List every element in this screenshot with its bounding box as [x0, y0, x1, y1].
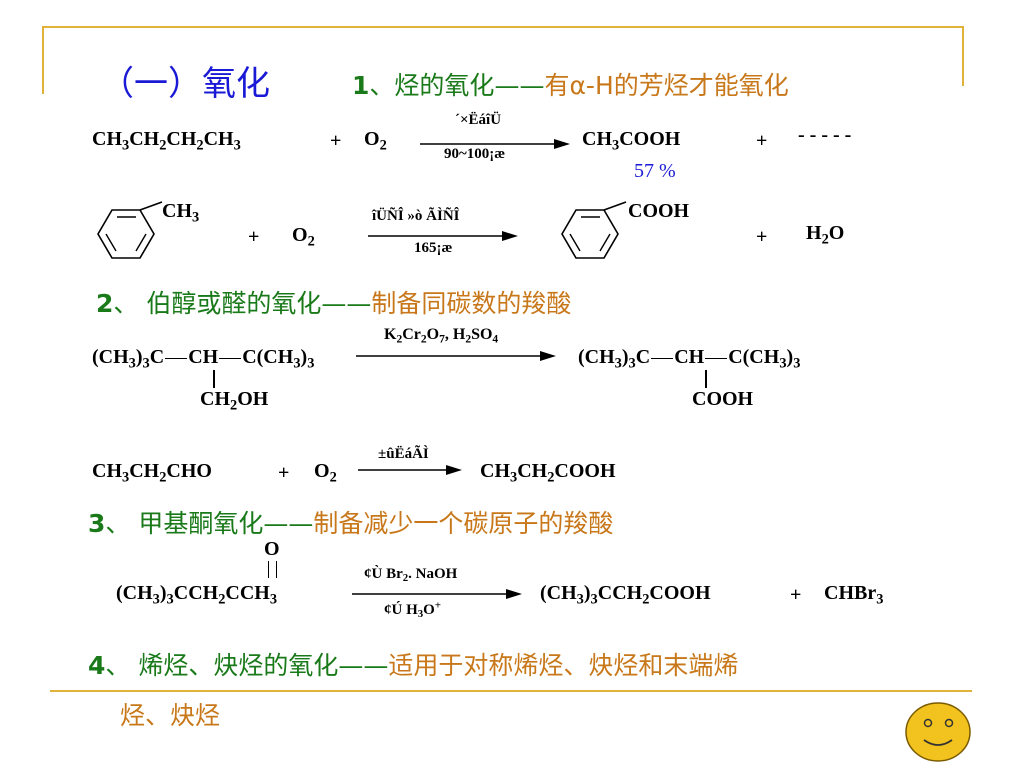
r3-right-bond — [705, 370, 707, 388]
r3-left-bond — [213, 370, 215, 388]
r1-oxygen: O2 — [364, 128, 387, 154]
r1-cond-bottom: 90~100¡æ — [444, 146, 506, 162]
r3-left-substituent: CH2OH — [200, 388, 269, 414]
r1-product: CH3COOH — [582, 128, 681, 154]
r5-double-bond — [268, 561, 277, 578]
r3-right-substituent: COOH — [692, 388, 754, 410]
r5-cond-top: ¢Ù Br2. NaOH — [364, 566, 458, 585]
section-4-heading: 4、 烯烃、炔烃的氧化——适用于对称烯烃、炔烃和末端烯 — [88, 651, 739, 680]
r2-water: H2O — [806, 222, 845, 248]
page-title: （一）氧化 — [100, 64, 270, 104]
section-4-note-line1: 适用于对称烯烃、炔烃和末端烯 — [388, 651, 739, 680]
section-2-heading: 2、 伯醇或醛的氧化——制备同碳数的羧酸 — [96, 289, 572, 318]
left-rule — [42, 26, 44, 94]
r5-product: (CH3)3CCH2COOH — [540, 582, 711, 608]
r5-bromoform: CHBr3 — [824, 582, 884, 608]
section-1-number: 1 — [352, 71, 370, 100]
r3-condition: K2Cr2O7, H2SO4 — [384, 326, 499, 346]
top-rule — [42, 26, 964, 28]
section-3-heading: 3、 甲基酮氧化——制备减少一个碳原子的羧酸 — [88, 509, 614, 538]
r1-arrow — [420, 139, 570, 149]
r5-arrow — [352, 589, 522, 599]
section-1-sep: 、 — [369, 71, 395, 100]
section-4-note-line2: 烃、炔烃 — [120, 701, 221, 730]
r1-reactant: CH3CH2CH2CH3 — [92, 128, 241, 154]
smiley-face-icon — [905, 702, 971, 762]
r1-cond-top: ´×ËáîÜ — [455, 112, 502, 128]
section-4-label: 烯烃、炔烃的氧化 — [138, 651, 339, 680]
r2-carboxyl: COOH — [628, 200, 690, 222]
r5-carbonyl-oxygen: O — [264, 538, 280, 560]
section-3-note: 制备减少一个碳原子的羧酸 — [313, 509, 614, 538]
r5-cond-bottom: ¢Ú H3O+ — [384, 599, 441, 621]
r4-oxygen: O2 — [314, 460, 337, 486]
r2-plus: + — [248, 226, 260, 248]
section-2-note: 制备同碳数的羧酸 — [371, 289, 572, 318]
r2-cond-bottom: 165¡æ — [414, 240, 453, 256]
section-3-label: 甲基酮氧化 — [138, 509, 264, 538]
r5-reactant: (CH3)3CCH2CCH3 — [116, 582, 278, 608]
section-1-note: 有α-H的芳烃才能氧化 — [544, 71, 789, 100]
r2-plus-2: + — [756, 226, 768, 248]
r4-plus: + — [278, 462, 290, 484]
bottom-rule — [50, 690, 972, 692]
section-2-label: 伯醇或醛的氧化 — [146, 289, 322, 318]
benzene-ring-left — [97, 201, 163, 259]
r2-oxygen: O2 — [292, 224, 315, 250]
section-1-heading: 1、烃的氧化——有α-H的芳烃才能氧化 — [352, 66, 789, 102]
r4-condition: ±ûËáÃÌ — [378, 446, 429, 462]
r1-yield: 57 % — [634, 160, 676, 182]
right-rule — [962, 26, 964, 86]
r1-dashes: - - - - - — [798, 124, 852, 146]
r1-plus: + — [330, 130, 342, 152]
section-1-dash: —— — [494, 71, 545, 100]
r1-plus-2: + — [756, 130, 768, 152]
r2-cond-top: îÜÑÎ »ò ÃÌÑÎ — [372, 208, 460, 224]
benzene-ring-right — [561, 201, 627, 259]
r4-reactant: CH3CH2CHO — [92, 460, 212, 486]
section-1-label: 烃的氧化 — [394, 71, 495, 100]
r4-arrow — [358, 465, 462, 475]
r5-plus: + — [790, 584, 802, 606]
r4-product: CH3CH2COOH — [480, 460, 616, 486]
r2-arrow — [368, 231, 518, 241]
r2-methyl: CH3 — [162, 200, 200, 226]
r3-arrow — [356, 351, 556, 361]
